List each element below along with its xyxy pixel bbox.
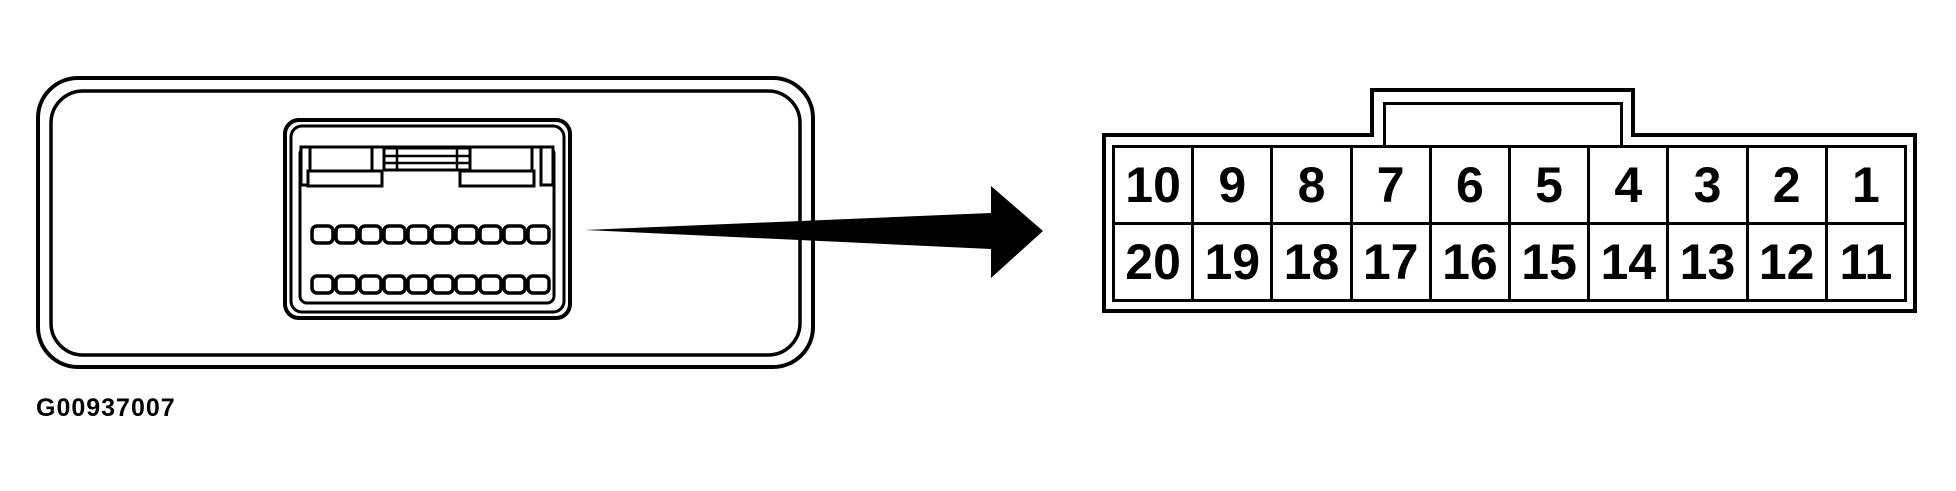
pin-cell-11: 11 <box>1827 225 1904 299</box>
pin-cell-10: 10 <box>1115 148 1192 222</box>
pin-cell-20: 20 <box>1115 225 1192 299</box>
pin-cell-14: 14 <box>1590 225 1667 299</box>
connector-20pin-face <box>283 118 572 320</box>
pin-cell-19: 19 <box>1194 225 1271 299</box>
pin-cell-4: 4 <box>1590 148 1667 222</box>
pin-cell-5: 5 <box>1510 148 1588 222</box>
pin-cell-16: 16 <box>1431 225 1508 299</box>
pin-cell-6: 6 <box>1431 148 1508 222</box>
pin-cell-12: 12 <box>1748 225 1825 299</box>
pin-holes <box>310 224 551 295</box>
pin-cell-8: 8 <box>1273 148 1350 222</box>
pin-cell-1: 1 <box>1827 148 1904 222</box>
pin-cell-3: 3 <box>1669 148 1746 222</box>
connector-latch-detail <box>299 145 555 188</box>
pin-cell-15: 15 <box>1510 225 1588 299</box>
pinout-table: 10 9 8 7 6 5 4 3 2 1 20 19 18 17 16 15 1… <box>1102 133 1917 313</box>
pinout-grid: 10 9 8 7 6 5 4 3 2 1 20 19 18 17 16 15 1… <box>1112 145 1907 302</box>
pin-cell-17: 17 <box>1352 225 1429 299</box>
pin-cell-13: 13 <box>1669 225 1746 299</box>
pin-cell-9: 9 <box>1194 148 1271 222</box>
connector-key-tab <box>1370 88 1635 148</box>
connector-key-tab-inner-line <box>1383 102 1623 148</box>
pin-cell-2: 2 <box>1748 148 1825 222</box>
pin-cell-7: 7 <box>1352 148 1429 222</box>
pin-cell-18: 18 <box>1273 225 1350 299</box>
figure-id-caption: G00937007 <box>36 394 176 422</box>
arrow-icon <box>585 186 1043 278</box>
